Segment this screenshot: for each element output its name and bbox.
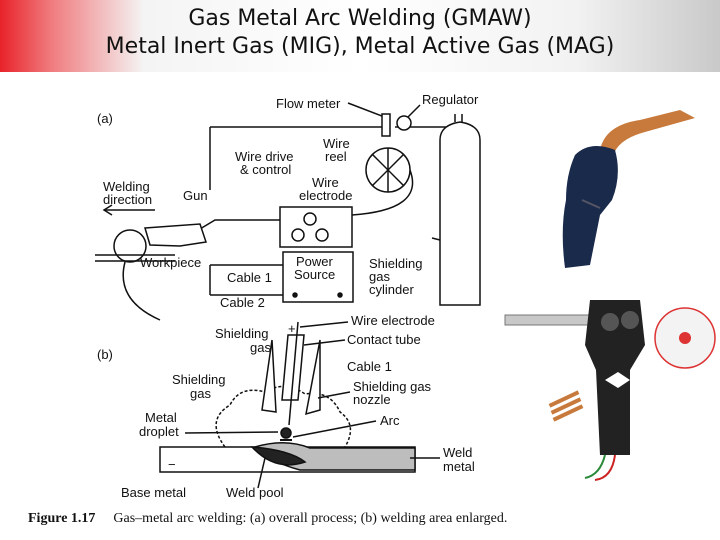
terminal-1: [292, 292, 298, 298]
welding-direction-label-1: Welding: [103, 179, 150, 194]
weld-pool: [250, 446, 307, 466]
weld-area-circle: [113, 229, 147, 263]
spool-gun-barrel: [504, 314, 596, 326]
direction-arrowhead: [102, 204, 113, 216]
wire-electrode-b-label: Wire electrode: [351, 313, 435, 328]
regulator-label: Regulator: [422, 92, 479, 107]
contact-tip-1: [548, 390, 580, 408]
panel-b-label: (b): [97, 347, 113, 362]
panel-a-label: (a): [97, 111, 113, 126]
wire-electrode-a-label-1: Wire: [312, 175, 339, 190]
gun-trigger: [581, 199, 601, 209]
contact-tip-2: [550, 397, 582, 415]
cylinder-label-1: Shielding: [369, 256, 423, 271]
title-line-2: Metal Inert Gas (MIG), Metal Active Gas …: [105, 34, 615, 59]
contact-tips: [548, 390, 584, 422]
shielding-gas-top-label-2: gas: [250, 340, 271, 355]
weld-metal-label-1: Weld: [443, 445, 472, 460]
spool-gun-badge: [605, 372, 630, 388]
callout-curve: [122, 261, 161, 321]
contact-tube-label: Contact tube: [347, 332, 421, 347]
spool-gun-roller-1: [601, 313, 619, 331]
regulator: [396, 115, 412, 131]
cable1-b-label: Cable 1: [347, 359, 392, 374]
leader-regulator: [407, 104, 421, 118]
spool-gun-roller-2: [621, 311, 639, 329]
cylinder-label-3: cylinder: [369, 282, 414, 297]
arc-label: Arc: [380, 413, 400, 428]
cylinder-label-2: gas: [369, 269, 390, 284]
gun-nozzle-copper: [600, 110, 695, 160]
figure-caption: Figure 1.17 Gas–metal arc welding: (a) ov…: [28, 511, 507, 527]
title-line-1: Gas Metal Arc Welding (GMAW): [188, 6, 532, 31]
leader-arc: [292, 420, 377, 438]
welding-direction-label-2: direction: [103, 192, 152, 207]
weld-metal-label-2: metal: [443, 459, 475, 474]
metal-droplet-label-2: droplet: [139, 424, 179, 439]
weld-pool-label: Weld pool: [226, 485, 284, 500]
leader-nozzle: [317, 391, 351, 399]
workpiece-label: Workpiece: [140, 255, 201, 270]
minus-sign: −: [168, 457, 176, 472]
flow-meter-label: Flow meter: [276, 96, 341, 111]
diagram-a: [95, 102, 481, 321]
gun-handle: [562, 146, 618, 268]
wire-drive-label-2: & control: [240, 162, 291, 177]
drive-roller-3: [303, 212, 317, 226]
mig-gun-photo: [562, 110, 695, 268]
flow-meter: [381, 113, 391, 137]
base-metal-label: Base metal: [121, 485, 186, 500]
plus-sign: +: [288, 321, 296, 336]
drive-roller-2: [315, 228, 329, 242]
wire-drive-label-1: Wire drive: [235, 149, 294, 164]
wire-drive-box: [279, 206, 353, 248]
shielding-gas-top-label-1: Shielding: [215, 326, 269, 341]
spool-gun-wire-green: [584, 454, 606, 479]
figure-number: Figure 1.17: [28, 511, 96, 526]
spool-gun-photo: [504, 300, 716, 481]
nozzle-left: [261, 339, 277, 413]
leader-weld-pool: [257, 457, 266, 489]
gun-hose: [194, 219, 280, 233]
gmaw-diagram: (a) Flow meter Regulator Wire reel Wire …: [95, 92, 716, 500]
gun-body: [144, 223, 207, 247]
wire-path: [351, 169, 414, 216]
shielding-gas-left-label-2: gas: [190, 386, 211, 401]
gas-cylinder: [439, 121, 481, 306]
leader-droplet: [184, 431, 279, 434]
cable1-a-label: Cable 1: [227, 270, 272, 285]
gun-label: Gun: [183, 188, 208, 203]
power-source-label-1: Power: [296, 254, 334, 269]
leader-wire-electrode: [299, 321, 349, 328]
wire-electrode-line: [288, 321, 299, 426]
cable2-label: Cable 2: [220, 295, 265, 310]
contact-tube: [281, 334, 305, 401]
diagram-b: [159, 321, 440, 489]
wire-reel-label-1: Wire: [323, 136, 350, 151]
wire-reel-label-2: reel: [325, 149, 347, 164]
figure-caption-text: Gas–metal arc welding: (a) overall proce…: [113, 511, 508, 526]
shielding-gas-left-label-1: Shielding: [172, 372, 226, 387]
leader-contact-tube: [303, 339, 346, 346]
nozzle-label-2: nozzle: [353, 392, 391, 407]
wire-electrode-a-label-2: electrode: [299, 188, 352, 203]
power-source-box: [282, 251, 354, 303]
terminal-2: [337, 292, 343, 298]
metal-droplet-label-1: Metal: [145, 410, 177, 425]
leader-cylinder: [431, 237, 441, 241]
drive-roller-1: [291, 228, 305, 242]
metal-droplet: [280, 427, 292, 439]
wire-spool-hub: [679, 332, 691, 344]
spool-gun-wire-red: [594, 454, 616, 481]
nozzle-right: [305, 339, 321, 416]
leader-flow-meter: [347, 102, 383, 117]
nozzle-label-1: Shielding gas: [353, 379, 432, 394]
title-banner: Gas Metal Arc Welding (GMAW) Metal Inert…: [0, 0, 720, 72]
power-source-label-2: Source: [294, 267, 335, 282]
contact-tip-3: [552, 404, 584, 422]
